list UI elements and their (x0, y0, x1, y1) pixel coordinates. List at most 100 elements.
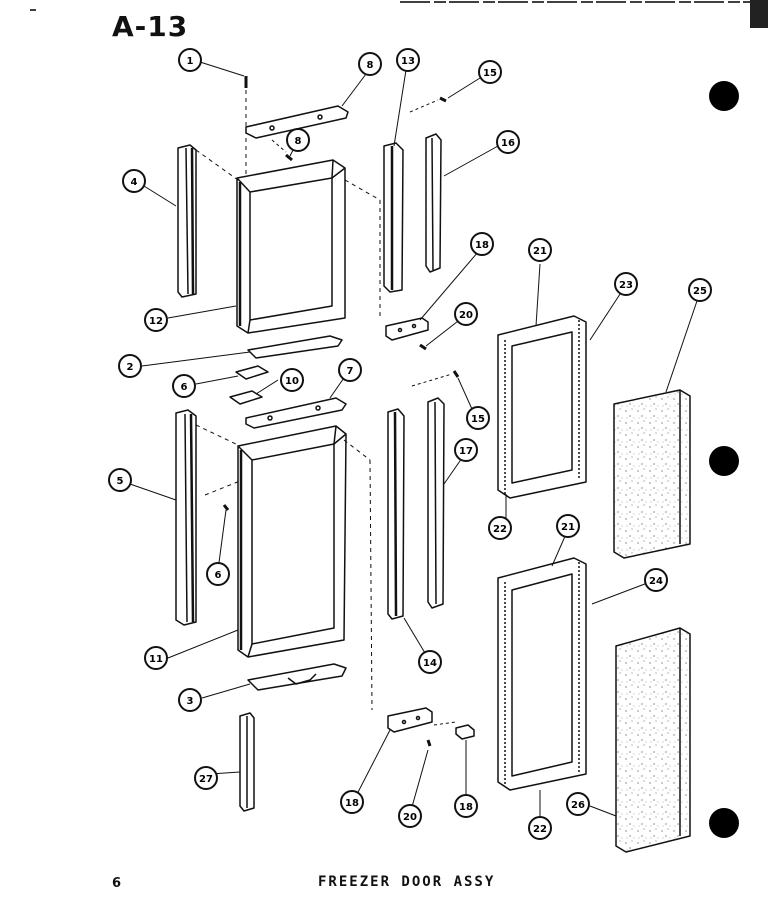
callout-14: 14 (418, 650, 442, 674)
callout-25: 25 (688, 278, 712, 302)
svg-text:4: 4 (131, 177, 138, 188)
svg-text:21: 21 (533, 246, 547, 257)
callout-21: 21 (528, 238, 552, 262)
callout-7: 7 (338, 358, 362, 382)
callout-8: 8 (358, 52, 382, 76)
svg-text:7: 7 (347, 366, 354, 377)
callout-5: 5 (108, 468, 132, 492)
lower-door-gasket (497, 557, 587, 791)
screw (426, 739, 432, 747)
upper-door-frame (236, 159, 346, 334)
callout-18: 18 (470, 232, 494, 256)
lower-bottom-bracket (247, 663, 347, 691)
callout-3: 3 (178, 688, 202, 712)
svg-text:23: 23 (619, 280, 633, 291)
svg-text:21: 21 (561, 522, 575, 533)
binder-hole (709, 81, 739, 111)
callout-6: 6 (172, 374, 196, 398)
svg-text:16: 16 (501, 138, 515, 149)
callout-27: 27 (194, 766, 218, 790)
svg-text:6: 6 (181, 382, 188, 393)
hinge-cover (239, 712, 255, 812)
svg-text:26: 26 (571, 800, 585, 811)
diagram-caption: FREEZER DOOR ASSY (318, 874, 496, 890)
callout-22: 22 (528, 816, 552, 840)
screw (222, 504, 230, 511)
callout-21: 21 (556, 514, 580, 538)
binder-hole (709, 808, 739, 838)
callout-15: 15 (478, 60, 502, 84)
screw (419, 343, 427, 351)
lower-hinge-bracket (387, 707, 433, 733)
svg-text:3: 3 (187, 696, 194, 707)
svg-text:15: 15 (483, 68, 497, 79)
svg-text:18: 18 (475, 240, 489, 251)
svg-text:18: 18 (345, 798, 359, 809)
callout-13: 13 (396, 48, 420, 72)
leader-lines (129, 61, 699, 826)
callout-16: 16 (496, 130, 520, 154)
page-number: 6 (112, 876, 122, 891)
page-title: A-13 (112, 10, 189, 43)
svg-text:11: 11 (149, 654, 163, 665)
lower-trim-strip (427, 397, 445, 609)
svg-text:24: 24 (649, 576, 663, 587)
svg-text:25: 25 (693, 286, 707, 297)
callout-22: 22 (488, 516, 512, 540)
svg-text:18: 18 (459, 802, 473, 813)
callout-8: 8 (286, 128, 310, 152)
upper-trim-strip (425, 133, 442, 273)
callout-26: 26 (566, 792, 590, 816)
screw (285, 153, 293, 162)
svg-text:5: 5 (117, 476, 124, 487)
svg-text:17: 17 (459, 446, 473, 457)
svg-text:20: 20 (403, 812, 417, 823)
screw (439, 96, 447, 103)
upper-hinge-bracket (385, 317, 429, 341)
lower-top-bracket (245, 397, 347, 429)
callout-10: 10 (280, 368, 304, 392)
callout-24: 24 (644, 568, 668, 592)
upper-bottom-bracket (247, 335, 343, 359)
spacer-block (235, 365, 269, 380)
svg-text:10: 10 (285, 376, 299, 387)
svg-text:27: 27 (199, 774, 213, 785)
callout-23: 23 (614, 272, 638, 296)
callout-17: 17 (454, 438, 478, 462)
upper-door-liner-panel (613, 389, 691, 559)
callout-12: 12 (144, 308, 168, 332)
callout-15: 15 (466, 406, 490, 430)
svg-text:15: 15 (471, 414, 485, 425)
callout-1: 1 (178, 48, 202, 72)
callout-20: 20 (398, 804, 422, 828)
svg-text:20: 20 (459, 310, 473, 321)
lower-hinge-side-strip (175, 409, 197, 626)
callout-4: 4 (122, 169, 146, 193)
callout-18: 18 (340, 790, 364, 814)
svg-text:22: 22 (493, 524, 507, 535)
lower-door-frame (237, 425, 347, 658)
upper-door-gasket (497, 315, 587, 499)
callout-11: 11 (144, 646, 168, 670)
shim-plate (229, 390, 263, 405)
svg-text:1: 1 (187, 56, 194, 67)
binder-hole (709, 446, 739, 476)
upper-hinge-side-strip (177, 144, 197, 298)
svg-text:6: 6 (215, 570, 222, 581)
callout-6: 6 (206, 562, 230, 586)
svg-text:13: 13 (401, 56, 415, 67)
callout-20: 20 (454, 302, 478, 326)
svg-text:8: 8 (295, 136, 302, 147)
svg-text:14: 14 (423, 658, 437, 669)
screw (452, 370, 460, 378)
svg-text:22: 22 (533, 824, 547, 835)
upper-handle-strip (383, 142, 404, 293)
hinge-cap (455, 724, 475, 740)
callouts: 1 8 13 15 16 8 4 18 20 12 2 6 10 7 15 17… (108, 48, 712, 840)
callout-2: 2 (118, 354, 142, 378)
svg-text:2: 2 (127, 362, 134, 373)
svg-text:12: 12 (149, 316, 163, 327)
svg-text:8: 8 (367, 60, 374, 71)
callout-18: 18 (454, 794, 478, 818)
